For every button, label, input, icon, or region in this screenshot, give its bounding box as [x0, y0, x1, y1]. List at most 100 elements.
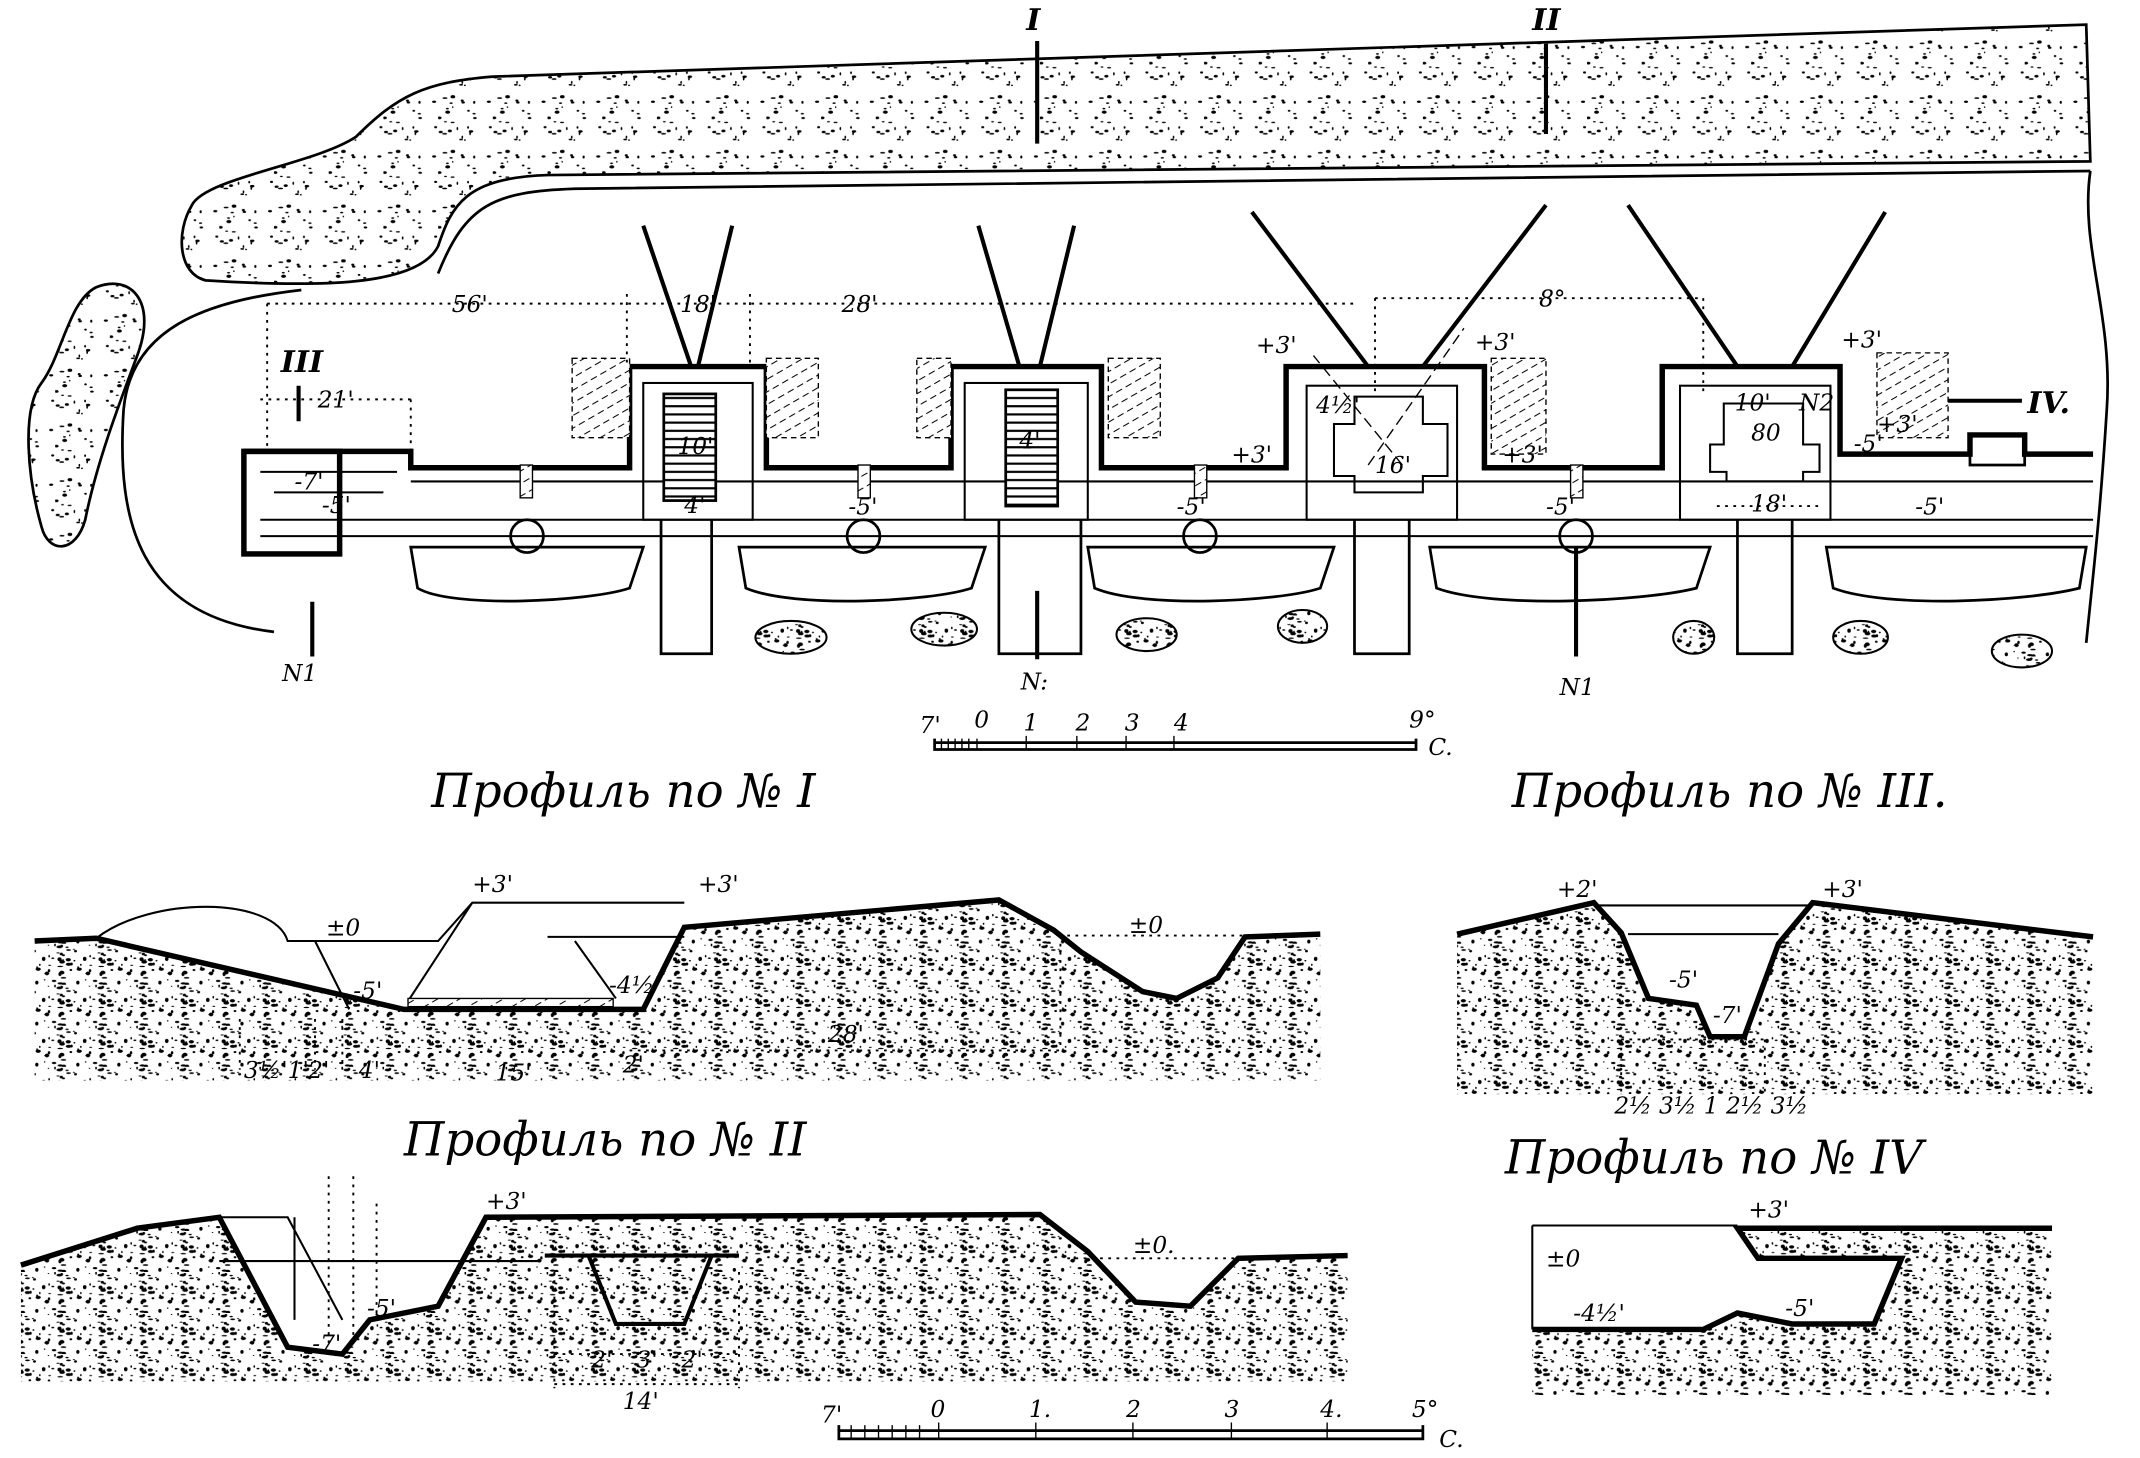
casemate-4 — [1626, 204, 2027, 521]
profile-label: 2' — [590, 1347, 612, 1374]
scale-label: 5° — [1412, 1396, 1438, 1423]
scale-label: C. — [1439, 1426, 1463, 1453]
section-mark-IV: IV. — [2026, 386, 2070, 421]
scale-label: 4 — [1173, 709, 1189, 736]
scale-label: 3 — [1125, 709, 1140, 736]
dim-label: 10' — [677, 433, 713, 460]
section-mark-I: I — [1025, 3, 1041, 38]
dim-label: +3' — [1475, 329, 1516, 356]
dim-label: 4½' — [1315, 392, 1360, 419]
profile-II: Профиль по № II +3' ±0. -5' -7' 2' 3' 2'… — [20, 1113, 1348, 1415]
casemate-1 — [571, 225, 820, 521]
profile-label: -4½' — [609, 972, 661, 999]
profile-label: ±0 — [1546, 1246, 1580, 1273]
profile-III: Профиль по № III. +2' +3' -5' -7' 2½ 3½ … — [1456, 764, 2094, 1119]
dim-label: 28' — [841, 291, 878, 318]
scale-label: 4. — [1319, 1396, 1342, 1423]
profile-scale-bar: 7' 0 1. 2 3 4. 5° C. — [821, 1396, 1464, 1453]
profile-label: +3' — [486, 1188, 527, 1215]
dim-label: +3' — [1256, 332, 1297, 359]
dim-label: +3' — [1231, 441, 1272, 468]
profile-label: 28' — [827, 1021, 864, 1048]
scale-label: 9° — [1409, 707, 1435, 734]
profile-label: 2' — [681, 1347, 703, 1374]
dim-label: -5' — [848, 493, 877, 520]
profile-IV-title: Профиль по № IV — [1504, 1131, 1927, 1185]
road-line — [436, 169, 2091, 275]
glacis-band — [180, 23, 2092, 286]
profile-label: -5' — [1669, 967, 1698, 994]
profile-label: 4' — [358, 1057, 380, 1084]
profile-IV: Профиль по № IV +3' ±0 -4½' -5' — [1504, 1131, 2053, 1396]
profile-mark-3: N1 — [1559, 674, 1595, 701]
profile-label: +3' — [698, 871, 739, 898]
section-mark-III: III — [280, 345, 324, 380]
profile-label: +3' — [472, 871, 513, 898]
dim-label: -5' — [322, 492, 351, 519]
dim-label: 10' — [1735, 389, 1771, 416]
dim-label: 18' — [1751, 491, 1787, 518]
dim-label: N2 — [1798, 389, 1834, 416]
profile-label: -5' — [353, 977, 382, 1004]
dim-label: 18' — [680, 291, 716, 318]
dim-label: -5' — [1915, 493, 1944, 520]
traverse-marks — [519, 464, 1584, 499]
scale-label: 0 — [930, 1396, 945, 1423]
profile-label: -7' — [1713, 1002, 1742, 1029]
scale-label: 1. — [1029, 1396, 1051, 1423]
profile-label: -7' — [312, 1330, 341, 1357]
casemate-3 — [1250, 203, 1548, 521]
dim-label: 16' — [1375, 452, 1411, 479]
scale-label: 1 — [1023, 709, 1038, 736]
scale-label: 2 — [1074, 709, 1090, 736]
left-island — [27, 282, 146, 548]
profile-I-title: Профиль по № I — [430, 764, 817, 818]
profile-label: +2' — [1557, 876, 1598, 903]
casemate-2 — [916, 225, 1161, 521]
profile-III-title: Профиль по № III. — [1511, 764, 1948, 818]
dim-label: -7' — [294, 469, 323, 496]
plan-scale-bar: 7' 0 1 2 3 4 9° C. — [920, 707, 1453, 761]
dim-label: 4' — [683, 492, 705, 519]
profile-label: 2½ 3½ 1 2½ 3½ — [1613, 1092, 1808, 1119]
profile-I: Профиль по № I +3' +3' ±0 ±0 -5' -4½' 28… — [34, 764, 1321, 1087]
profile-label: ±0. — [1133, 1232, 1175, 1259]
profile-label: 3½' — [244, 1057, 288, 1084]
profile-II-title: Профиль по № II — [403, 1113, 808, 1167]
profile-label: +3' — [1822, 876, 1863, 903]
profile-mark-1: N1 — [281, 660, 317, 687]
dim-label: +3' — [1841, 326, 1882, 353]
scale-label: 2 — [1125, 1396, 1141, 1423]
scale-label: 7' — [821, 1401, 842, 1428]
scale-label: 0 — [974, 707, 989, 734]
rampart-line — [243, 363, 2094, 471]
dim-label: 4' — [1018, 428, 1040, 455]
dim-label: +3' — [1877, 411, 1918, 438]
dim-label: -5' — [1177, 493, 1206, 520]
plan-view: I II III IV. N1 N: N1 56' 18' 28' 21' 8°… — [27, 3, 2109, 761]
dim-label: 21' — [317, 387, 354, 414]
dim-label: 80 — [1751, 419, 1781, 446]
profile-label: ±0 — [326, 915, 360, 942]
profile-label: 2' — [307, 1057, 329, 1084]
plan-dimension-labels: 56' 18' 28' 21' 8° -7' -5' 10' 4' 4' -5'… — [294, 285, 1944, 520]
scale-label: 7' — [920, 712, 941, 739]
dim-label: 56' — [452, 291, 488, 318]
profile-label: -4½' — [1573, 1300, 1625, 1327]
profile-label: -5' — [1785, 1295, 1814, 1322]
dim-label: +3' — [1502, 441, 1543, 468]
profile-label: ±0 — [1129, 912, 1163, 939]
profile-label: 14' — [623, 1388, 659, 1415]
profile-label: 2' — [622, 1051, 644, 1078]
profile-label: 1' — [288, 1057, 309, 1084]
section-mark-II: II — [1531, 3, 1561, 38]
profile-label: 15' — [496, 1060, 532, 1087]
profile-mark-2: N: — [1020, 668, 1048, 695]
profile-label: -5' — [367, 1295, 396, 1322]
scale-label: 3 — [1225, 1396, 1240, 1423]
scale-label: C. — [1428, 734, 1452, 761]
small-rocks — [754, 608, 2054, 669]
dim-label: -5' — [1854, 430, 1883, 457]
dim-label: 8° — [1539, 285, 1565, 312]
